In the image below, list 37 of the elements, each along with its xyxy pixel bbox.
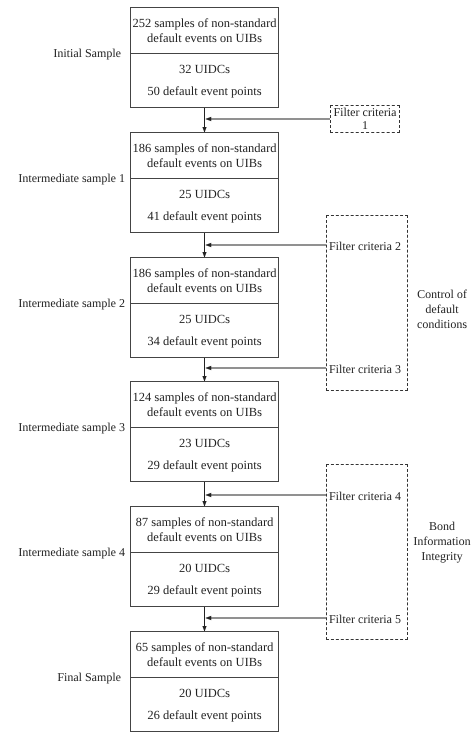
box-text: 41 default event points: [147, 208, 262, 224]
box-text: 29 default event points: [147, 582, 262, 598]
box-heading: 87 samples of non-standard default events on UIBs: [134, 514, 274, 544]
side-label: Intermediate sample 2: [17, 296, 125, 311]
box-text: 20 UIDCs: [178, 561, 230, 576]
side-label: Intermediate sample 4: [17, 545, 125, 560]
box-heading: 186 samples of non-standard default events on UIBs: [131, 140, 278, 170]
arrow: [205, 242, 326, 248]
box-heading: 65 samples of non-standard default events on UIBs: [134, 640, 274, 670]
box-text: 29 default event points: [147, 458, 262, 473]
side-label: Control of default conditions: [416, 287, 468, 332]
filter-box: Filter criteria 1: [330, 105, 400, 133]
box-text: 50 default event points: [147, 84, 262, 99]
arrow: [202, 108, 207, 133]
box-text: 32 UIDCs: [178, 62, 230, 78]
box-text: 25 UIDCs: [178, 187, 230, 202]
side-label: Intermediate sample 3: [17, 420, 125, 435]
box-text: 23 UIDCs: [178, 436, 230, 452]
box-text: 25 UIDCs: [178, 312, 230, 328]
arrow: [202, 606, 207, 632]
box-heading: 186 samples of non-standard default events on UIBs: [131, 266, 278, 296]
side-label: Intermediate sample 1: [17, 171, 125, 186]
arrow: [202, 232, 207, 258]
arrow: [205, 492, 326, 498]
side-label: Final Sample: [56, 670, 121, 685]
arrow: [205, 616, 326, 620]
side-label: Bond Information Integrity: [412, 519, 472, 564]
arrow: [205, 366, 326, 370]
side-label: Initial Sample: [52, 46, 121, 61]
box-heading: 252 samples of non-standard default events on UIBs: [131, 16, 278, 46]
arrow: [202, 358, 207, 382]
arrow: [205, 116, 330, 122]
box-text: 34 default event points: [147, 334, 262, 349]
box-text: 20 UIDCs: [178, 686, 230, 702]
arrow: [202, 482, 207, 507]
box-heading: 124 samples of non-standard default events on UIBs: [131, 390, 278, 420]
box-text: 26 default event points: [147, 708, 262, 723]
